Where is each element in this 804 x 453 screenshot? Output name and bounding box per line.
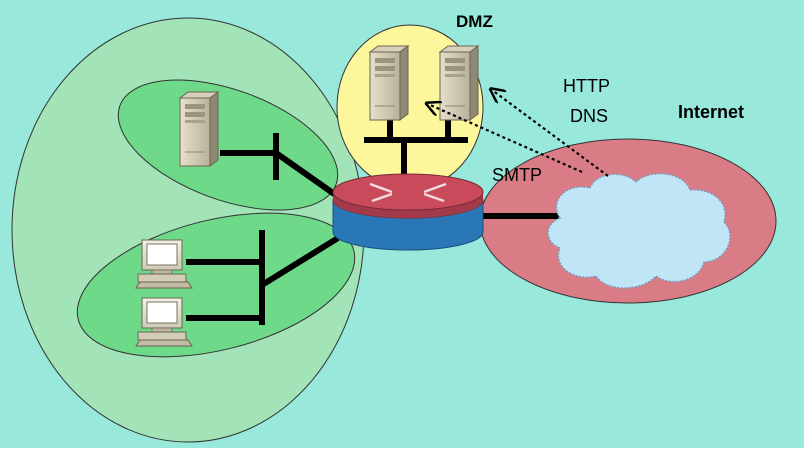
router-icon xyxy=(332,173,484,251)
internet-label: Internet xyxy=(678,102,744,122)
smtp-arrow xyxy=(428,104,583,174)
workstation-subnet-uplink xyxy=(260,235,340,288)
dns-label: DNS xyxy=(570,106,608,126)
smtp-label: SMTP xyxy=(492,165,542,185)
dmz-web-server-icon xyxy=(439,45,479,121)
server-subnet xyxy=(117,79,339,211)
http-label: HTTP xyxy=(563,76,610,96)
http-dns-arrow xyxy=(492,90,609,177)
traffic-arrows xyxy=(428,90,609,177)
internet-cloud-icon xyxy=(547,172,731,289)
dmz-label: DMZ xyxy=(456,12,493,31)
dmz-mail-server-icon xyxy=(369,45,409,121)
server-subnet-uplink xyxy=(274,150,342,201)
internal-server-icon xyxy=(179,91,219,167)
